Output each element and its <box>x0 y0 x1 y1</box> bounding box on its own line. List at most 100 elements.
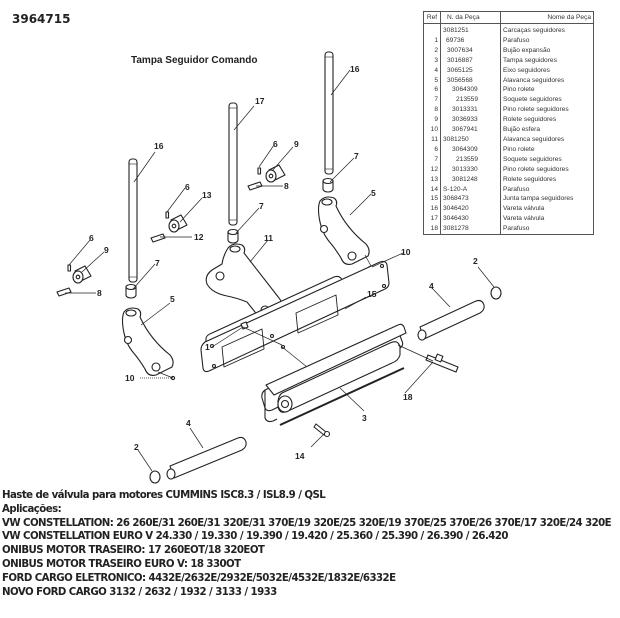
part-ref-cell: 7 <box>423 154 441 165</box>
part-name-cell: Pino rolete <box>500 85 594 96</box>
part-name-cell: Bujão esfera <box>500 125 594 135</box>
application-onibus-motor-traseiro: ONIBUS MOTOR TRASEIRO: 17 260EOT/18 320E… <box>2 545 265 557</box>
part-number-cell: 3046420 <box>440 204 501 215</box>
applications-label: Aplicações: <box>2 503 62 515</box>
part-number-cell: 69736 <box>440 35 501 46</box>
part-ref-cell: 13 <box>423 174 441 185</box>
part-ref-cell: 11 <box>423 134 441 145</box>
callout-6-a: 6 <box>185 182 190 192</box>
diagram-title: Tampa Seguidor Comando <box>131 55 258 66</box>
part-number-cell: 3081278 <box>440 224 501 236</box>
part-number-cell: 213559 <box>440 154 501 165</box>
part-code: 3964715 <box>12 12 71 26</box>
push-rod-17 <box>228 102 238 226</box>
callout-11: 11 <box>264 233 273 243</box>
part-name-cell: Parafuso <box>500 184 594 195</box>
screw-14 <box>313 423 331 438</box>
leader-lines <box>65 69 495 472</box>
part-name-cell: Alavanca seguidores <box>500 75 594 86</box>
callout-9-left: 9 <box>104 245 109 255</box>
callout-17: 17 <box>255 96 265 106</box>
part-name-cell: Pino rolete <box>500 144 594 155</box>
part-ref-cell: 10 <box>423 125 441 135</box>
roller-pin-6-b <box>67 264 72 272</box>
callout-2-right: 2 <box>473 256 478 266</box>
expansion-plug-2-left <box>149 470 161 484</box>
shaft-4-left <box>166 436 247 480</box>
part-ref-cell: 8 <box>423 105 441 116</box>
socket-7-right <box>322 177 334 193</box>
part-ref-cell: 16 <box>423 204 441 215</box>
callout-6-c: 6 <box>273 139 278 149</box>
follower-lever-5-right <box>317 196 370 265</box>
part-name-cell: Carcaças seguidores <box>500 23 594 36</box>
callout-10-right: 10 <box>401 247 411 257</box>
callout-7-left: 7 <box>155 258 160 268</box>
part-name-cell: Bujão expansão <box>500 45 594 56</box>
socket-7-middle <box>227 228 239 244</box>
callout-9-middle: 9 <box>294 139 299 149</box>
part-name-cell: Pino rolete seguidores <box>500 105 594 116</box>
part-ref-cell: 12 <box>423 164 441 175</box>
callout-7-middle: 7 <box>259 201 264 211</box>
application-vw-constellation-euro-v: VW CONSTELLATION EURO V 24.330 / 19.330 … <box>2 531 508 543</box>
roller-pin-8-left <box>56 287 72 297</box>
callout-12: 12 <box>194 232 204 242</box>
part-ref-cell: 7 <box>423 95 441 106</box>
part-ref-cell: 4 <box>423 65 441 76</box>
callout-6-b: 6 <box>89 233 94 243</box>
part-name-cell: Soquete seguidores <box>500 95 594 106</box>
part-ref-cell: 9 <box>423 115 441 126</box>
gasket-15 <box>200 260 390 373</box>
part-ref-cell: 2 <box>423 45 441 56</box>
callout-18: 18 <box>403 392 413 402</box>
part-number-cell: S-120-A <box>440 184 501 195</box>
part-number-cell: 3007634 <box>440 45 501 56</box>
callout-2-left: 2 <box>134 442 139 452</box>
push-rod-16-left <box>128 158 138 283</box>
column-header-part-name: Nome da Peça <box>500 11 594 24</box>
callout-7-right: 7 <box>354 151 359 161</box>
callout-10-left: 10 <box>125 373 135 383</box>
push-rod-16-right <box>324 51 334 175</box>
part-number-cell: 3064309 <box>440 144 501 155</box>
callout-16-left: 16 <box>154 141 164 151</box>
part-ref-cell: 3 <box>423 55 441 66</box>
roller-13 <box>168 214 188 233</box>
exploded-diagram: 16 17 16 6 13 12 6 9 8 7 5 10 6 9 8 7 11… <box>56 51 502 484</box>
part-number-cell: 213559 <box>440 95 501 106</box>
part-name-cell: Alavanca seguidores <box>500 134 594 145</box>
part-name-cell: Rolete seguidores <box>500 174 594 185</box>
part-number-cell: 3068473 <box>440 194 501 205</box>
part-name-cell: Parafuso <box>500 35 594 46</box>
part-name-cell: Pino rolete seguidores <box>500 164 594 175</box>
roller-pin-6-c <box>257 167 262 175</box>
roller-9-middle <box>265 164 286 183</box>
part-number-cell: 3016887 <box>440 55 501 66</box>
parts-table-header: Ref N. da Peça Nome da Peça <box>423 11 594 24</box>
callout-5-left: 5 <box>170 294 175 304</box>
part-number-cell: 3013331 <box>440 105 501 116</box>
callout-13: 13 <box>202 190 212 200</box>
part-ref-cell: 1 <box>423 35 441 46</box>
callout-14: 14 <box>295 451 305 461</box>
part-ref-cell: 5 <box>423 75 441 86</box>
part-number-cell: 3065125 <box>440 65 501 76</box>
socket-7-left <box>125 283 137 299</box>
part-number-cell: 3064309 <box>440 85 501 96</box>
